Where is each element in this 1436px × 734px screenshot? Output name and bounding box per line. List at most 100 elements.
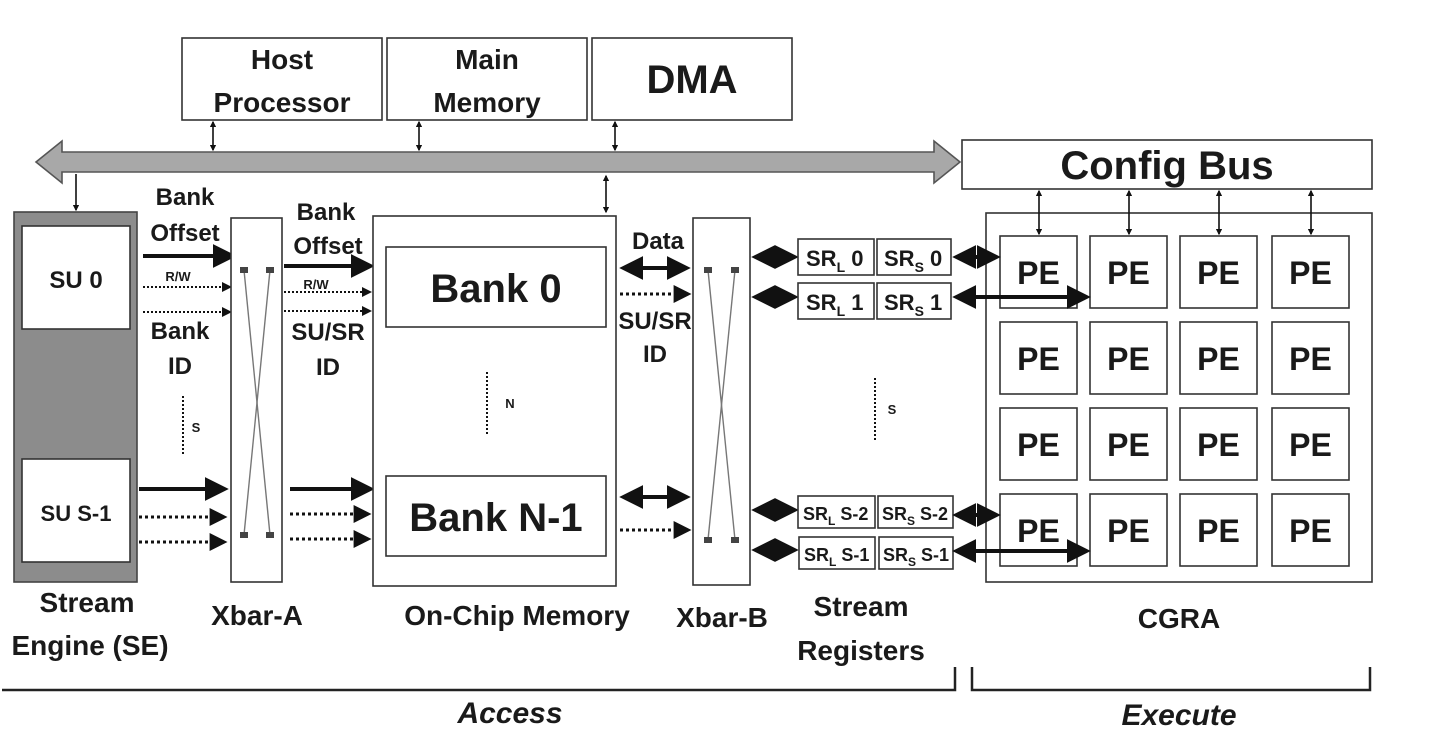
srs-s2-label: SRS S-2 — [882, 504, 948, 528]
pe-box-r0c3 — [1271, 235, 1350, 309]
bank-offset-label-a-line2: Offset — [150, 220, 219, 247]
srs-s1-box — [878, 536, 954, 570]
su0-box — [21, 225, 131, 330]
srs0-box — [876, 238, 952, 276]
stream-registers: SRL 0 SRS 0 SRL 1 SRS 1 S SRL S-2 SRS S-… — [751, 238, 954, 666]
xbar-b-label: Xbar-B — [676, 602, 768, 633]
system-bus-arrow — [34, 139, 962, 185]
cgra-label: CGRA — [1138, 603, 1220, 634]
pe-label: PE — [1107, 341, 1150, 377]
bank-offset-label-a-line1: Bank — [156, 184, 215, 211]
srl-s2-box — [797, 495, 876, 529]
sr-dots-label: S — [888, 402, 897, 417]
srs-s2-box — [877, 495, 954, 529]
pe-label: PE — [1017, 341, 1060, 377]
execute-label: Execute — [1121, 699, 1236, 732]
su-sr-label-m-line1: SU/SR — [291, 319, 364, 346]
pe-label: PE — [1017, 427, 1060, 463]
srl0-label: SRL 0 — [806, 246, 864, 275]
main-memory-box: Main Memory — [386, 37, 588, 121]
srs-s1-label: SRS S-1 — [883, 545, 949, 569]
bankn-label: Bank N-1 — [409, 496, 582, 540]
pe-box-r0c2 — [1179, 235, 1258, 309]
bank-id-label-line1: Bank — [151, 318, 210, 345]
bankn-box — [385, 475, 607, 557]
pe-label: PE — [1197, 255, 1240, 291]
pe-box-r2c0 — [999, 407, 1078, 481]
srs0-label: SRS 0 — [884, 246, 942, 275]
rw-label-a: R/W — [165, 269, 191, 284]
dma-label: DMA — [646, 58, 737, 102]
pe-box-r3c2 — [1179, 493, 1258, 567]
xbar-a: Xbar-A — [211, 217, 303, 631]
se-dots-label: S — [192, 420, 201, 435]
pe-box-r2c1 — [1089, 407, 1168, 481]
main-memory-label-line2: Memory — [433, 87, 541, 118]
config-bus-label: Config Bus — [1060, 144, 1273, 188]
stream-registers-label-line2: Registers — [797, 635, 925, 666]
pe-label: PE — [1017, 255, 1060, 291]
srs1-label: SRS 1 — [884, 290, 942, 319]
data-label: Data — [632, 228, 685, 255]
pe-label: PE — [1017, 513, 1060, 549]
on-chip-memory-label: On-Chip Memory — [404, 600, 630, 631]
srl-s1-label: SRL S-1 — [804, 545, 869, 569]
pe-box-r2c3 — [1271, 407, 1350, 481]
host-processor-box: Host Processor — [181, 37, 383, 121]
execute-brace — [970, 667, 1372, 692]
access-label: Access — [456, 697, 562, 730]
access-brace — [2, 667, 957, 692]
pe-label: PE — [1197, 427, 1240, 463]
pe-box-r1c3 — [1271, 321, 1350, 395]
on-chip-memory: Bank 0 N Bank N-1 On-Chip Memory — [372, 215, 630, 631]
srl1-label: SRL 1 — [806, 290, 864, 319]
pe-box-r1c0 — [999, 321, 1078, 395]
se-label-line2: Engine (SE) — [11, 630, 168, 661]
main-memory-label-line1: Main — [455, 44, 519, 75]
sus1-box — [21, 458, 131, 563]
srl0-box — [797, 238, 875, 276]
xbar-a-label: Xbar-A — [211, 600, 303, 631]
pe-box-r1c1 — [1089, 321, 1168, 395]
pe-label: PE — [1289, 341, 1332, 377]
bank-id-label-line2: ID — [168, 353, 192, 380]
host-label-line1: Host — [251, 44, 313, 75]
srl-s2-label: SRL S-2 — [803, 504, 868, 528]
se-label-line1: Stream — [40, 587, 135, 618]
bank-offset-label-m-line1: Bank — [297, 199, 356, 226]
mem-dots-label: N — [505, 396, 514, 411]
stream-engine: SU 0 SU S-1 Stream Engine (SE) — [11, 211, 169, 661]
pe-box-r3c3 — [1271, 493, 1350, 567]
su-sr-label-b-line1: SU/SR — [618, 308, 691, 335]
pe-label: PE — [1289, 513, 1332, 549]
su-sr-label-m-line2: ID — [316, 354, 340, 381]
rw-label-m: R/W — [303, 277, 329, 292]
bank-offset-label-m-line2: Offset — [293, 233, 362, 260]
xbar-b: Xbar-B — [676, 217, 768, 633]
pe-label: PE — [1107, 513, 1150, 549]
srl1-box — [797, 282, 875, 320]
cgra: PE PE PE PE PE PE PE PE PE PE PE PE PE PE PE PE CGRA — [985, 212, 1373, 634]
pe-label: PE — [1107, 255, 1150, 291]
sus1-label: SU S-1 — [41, 501, 112, 526]
srl-s1-box — [798, 536, 876, 570]
pe-box-r1c2 — [1179, 321, 1258, 395]
su0-label: SU 0 — [49, 267, 102, 294]
stream-registers-label-line1: Stream — [814, 591, 909, 622]
config-bus-box: Config Bus — [961, 139, 1373, 190]
su-sr-label-b-line2: ID — [643, 341, 667, 368]
pe-label: PE — [1197, 513, 1240, 549]
srs1-box — [876, 282, 952, 320]
pe-box-r0c1 — [1089, 235, 1168, 309]
pe-box-r2c2 — [1179, 407, 1258, 481]
pe-label: PE — [1289, 255, 1332, 291]
bank0-label: Bank 0 — [430, 267, 561, 311]
pe-label: PE — [1197, 341, 1240, 377]
host-label-line2: Processor — [214, 87, 351, 118]
pe-box-r3c1 — [1089, 493, 1168, 567]
dma-box: DMA — [591, 37, 793, 121]
bank0-box — [385, 246, 607, 328]
pe-label: PE — [1289, 427, 1332, 463]
pe-label: PE — [1107, 427, 1150, 463]
